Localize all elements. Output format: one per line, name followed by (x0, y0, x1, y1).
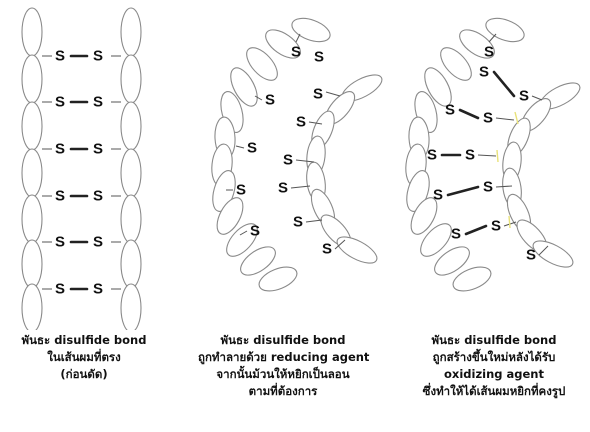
side-chain-link (532, 96, 542, 100)
keratin-segment (529, 236, 576, 273)
sulfur-atom-label: S (483, 110, 493, 127)
sulfur-atom-label: S (93, 141, 103, 158)
keratin-segment (121, 149, 141, 197)
sulfur-atom-label: S (313, 86, 323, 103)
caption-line: ถูกทำลายด้วย reducing agent (198, 349, 368, 366)
caption-line: พันธะ disulfide bond (398, 332, 590, 349)
keratin-segment (22, 149, 42, 197)
side-chain-link (478, 155, 496, 156)
caption-line: ซึ่งทำให้ได้เส้นผมหยิกที่คงรูป (398, 383, 590, 400)
sulfur-atom-label: S (293, 214, 303, 231)
caption-line: ถูกสร้างขึ้นใหม่หลังได้รับ (398, 349, 590, 366)
keratin-segment (22, 8, 42, 56)
sulfur-atom-label: S (55, 94, 65, 111)
disulfide-bond (494, 72, 514, 96)
keratin-segment (121, 284, 141, 330)
keratin-segment (22, 195, 42, 243)
sulfur-atom-label: S (55, 234, 65, 251)
side-chain-link (291, 186, 310, 188)
sulfur-atom-label: S (296, 114, 306, 131)
sulfur-atom-label: S (484, 44, 494, 61)
keratin-segment (22, 102, 42, 150)
caption-line: พันธะ disulfide bond (0, 332, 168, 349)
sulfur-atom-label: S (445, 102, 455, 119)
sulfur-atom-label: S (291, 44, 301, 61)
sulfur-atom-label: S (283, 152, 293, 169)
keratin-segment (22, 284, 42, 330)
caption-line: ในเส้นผมที่ตรง (0, 349, 168, 366)
sulfur-atom-label: S (93, 188, 103, 205)
keratin-segment (121, 240, 141, 288)
sulfur-atom-label: S (314, 49, 324, 66)
caption-line: (ก่อนดัด) (0, 366, 168, 383)
disulfide-bond (448, 187, 478, 195)
keratin-segment (121, 102, 141, 150)
keratin-segment (121, 8, 141, 56)
sulfur-atom-label: S (278, 180, 288, 197)
keratin-segment (22, 55, 42, 103)
keratin-segment (22, 240, 42, 288)
sulfur-atom-label: S (491, 218, 501, 235)
disulfide-bond (466, 226, 486, 234)
sulfur-atom-label: S (93, 234, 103, 251)
sulfur-atom-label: S (265, 92, 275, 109)
side-chain-link (296, 34, 300, 42)
sulfur-atom-label: S (483, 179, 493, 196)
new-bond-mark (509, 216, 510, 228)
sulfur-atom-label: S (93, 94, 103, 111)
sulfur-atom-label: S (55, 48, 65, 65)
sulfur-atom-label: S (427, 147, 437, 164)
sulfur-atom-label: S (55, 188, 65, 205)
disulfide-bond (460, 110, 478, 118)
side-chain-link (306, 220, 322, 222)
sulfur-atom-label: S (479, 64, 489, 81)
sulfur-atom-label: S (433, 187, 443, 204)
caption-reduced-hair: พันธะ disulfide bond ถูกทำลายด้วย reduci… (198, 332, 368, 400)
caption-line: จากนั้นม้วนให้หยิกเป็นลอน (198, 366, 368, 383)
caption-line: พันธะ disulfide bond (198, 332, 368, 349)
caption-line: oxidizing agent (398, 366, 590, 383)
sulfur-atom-label: S (93, 281, 103, 298)
side-chain-link (326, 92, 340, 96)
sulfur-atom-label: S (465, 147, 475, 164)
new-bond-mark (497, 150, 498, 162)
caption-oxidized-hair: พันธะ disulfide bond ถูกสร้างขึ้นใหม่หลั… (398, 332, 590, 400)
panel-straight-hair: S S S S S S S S S S S S (22, 8, 141, 330)
sulfur-atom-label: S (55, 141, 65, 158)
sulfur-atom-label: S (236, 182, 246, 199)
sulfur-atom-label: S (247, 140, 257, 157)
keratin-segment (333, 232, 380, 269)
sulfur-atom-label: S (451, 226, 461, 243)
side-chain-link (236, 146, 244, 148)
keratin-segment (121, 55, 141, 103)
sulfur-atom-label: S (526, 247, 536, 264)
sulfur-atom-label: S (55, 281, 65, 298)
sulfur-atom-label: S (519, 88, 529, 105)
sulfur-atom-label: S (93, 48, 103, 65)
new-bond-mark (515, 112, 518, 124)
sulfur-atom-label: S (250, 223, 260, 240)
sulfur-atom-label: S (322, 241, 332, 258)
side-chain-link (496, 118, 514, 120)
caption-straight-hair: พันธะ disulfide bond ในเส้นผมที่ตรง (ก่อ… (0, 332, 168, 383)
caption-line: ตามที่ต้องการ (198, 383, 368, 400)
keratin-segment (121, 195, 141, 243)
